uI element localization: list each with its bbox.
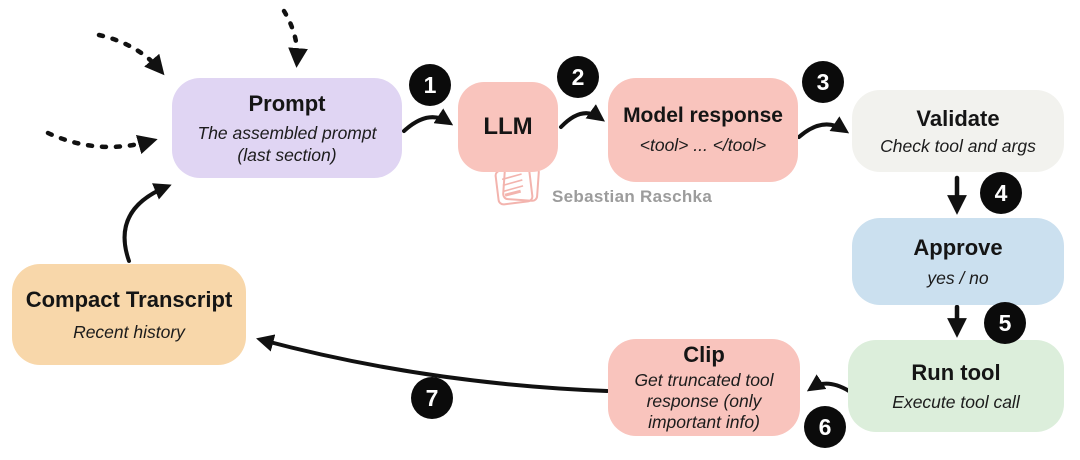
node-prompt-title: Prompt: [248, 90, 326, 116]
arrow-prompt-to-llm: [402, 108, 454, 133]
node-validate: Validate Check tool and args: [852, 90, 1064, 172]
arrow-model-response-to-validate: [797, 116, 850, 139]
node-validate-title: Validate: [916, 106, 1000, 132]
dashed-arrow-into-prompt-3: [45, 130, 158, 155]
node-llm-title: LLM: [483, 113, 533, 140]
step-badge-6: 6: [804, 406, 846, 448]
step-badge-4: 4: [980, 172, 1022, 214]
node-compact-transcript-title: Compact Transcript: [25, 286, 233, 312]
arrow-llm-to-model-response: [559, 104, 605, 129]
arrow-clip-to-compact-transcript: [256, 334, 609, 393]
node-model-response: Model response <tool> ... </tool>: [608, 78, 798, 182]
node-run-tool: Run tool Execute tool call: [848, 340, 1064, 432]
node-compact-transcript-subtitle: Recent history: [73, 322, 185, 343]
arrow-run-tool-to-clip: [806, 374, 851, 393]
step-badge-7: 7: [411, 377, 453, 419]
node-prompt-subtitle: The assembled prompt (last section): [197, 123, 377, 165]
node-clip-title: Clip: [683, 342, 725, 368]
node-approve-title: Approve: [913, 235, 1003, 261]
node-llm: LLM: [458, 82, 558, 172]
node-compact-transcript: Compact Transcript Recent history: [12, 264, 246, 365]
node-prompt: Prompt The assembled prompt (last sectio…: [172, 78, 402, 178]
dashed-arrow-into-prompt-1: [96, 32, 165, 76]
step-badge-2: 2: [557, 56, 599, 98]
node-model-response-subtitle: <tool> ... </tool>: [639, 135, 767, 156]
node-validate-subtitle: Check tool and args: [880, 135, 1036, 156]
node-model-response-title: Model response: [623, 104, 783, 128]
step-badge-1: 1: [409, 64, 451, 106]
node-run-tool-subtitle: Execute tool call: [892, 392, 1020, 413]
dashed-arrow-into-prompt-2: [281, 8, 308, 68]
step-badge-5: 5: [984, 302, 1026, 344]
arrow-compact-transcript-to-prompt: [122, 183, 172, 263]
node-run-tool-title: Run tool: [911, 359, 1001, 385]
watermark-text: Sebastian Raschka: [552, 187, 713, 206]
node-approve: Approve yes / no: [852, 218, 1064, 305]
node-approve-subtitle: yes / no: [927, 267, 989, 288]
node-clip: Clip Get truncated tool response (only i…: [608, 339, 800, 436]
node-clip-subtitle: Get truncated tool response (only import…: [634, 369, 774, 433]
step-badge-3: 3: [802, 61, 844, 103]
